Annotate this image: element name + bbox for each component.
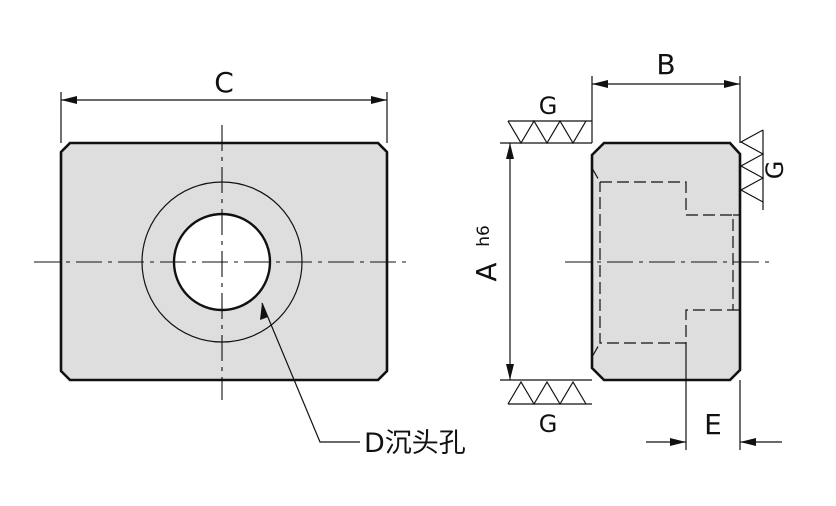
a-label: A (470, 262, 503, 281)
b-arrow-left (592, 80, 608, 88)
surface-finish-right: G (739, 129, 789, 210)
e-arrow-left (670, 438, 686, 446)
surface-finish-top: G (507, 92, 592, 145)
finish-right-label: G (761, 161, 789, 180)
a-arrow-bottom (506, 364, 514, 380)
side-chamfer-top (591, 142, 605, 156)
surface-finish-bottom: G (507, 380, 592, 438)
dimension-b: B (591, 48, 741, 143)
b-label: B (656, 48, 675, 81)
e-arrow-right (740, 438, 756, 446)
callout-leader (261, 302, 360, 443)
b-arrow-right (724, 80, 740, 88)
c-label: C (214, 66, 234, 99)
e-label: E (704, 408, 722, 441)
finish-top-label: G (539, 92, 558, 120)
finish-bottom-label: G (539, 410, 558, 438)
finish-bottom-triangles (507, 380, 587, 406)
counterbore-label: D沉头孔 (364, 428, 466, 459)
dimension-c: C (60, 66, 388, 143)
c-arrow-left (61, 96, 77, 104)
counterbore-callout: D沉头孔 (260, 302, 466, 459)
dimension-a: A h6 (470, 142, 592, 381)
a-arrow-top (506, 143, 514, 159)
finish-top-triangles (507, 119, 587, 145)
callout-arrowhead (260, 303, 268, 320)
dimension-e: E (646, 343, 782, 450)
c-arrow-right (371, 96, 387, 104)
finish-right-triangles (739, 129, 765, 203)
side-view (565, 141, 770, 382)
hidden-chamfer-top (591, 167, 601, 183)
front-view (34, 125, 410, 400)
hidden-chamfer-bottom (591, 342, 601, 358)
a-tolerance: h6 (474, 225, 494, 247)
